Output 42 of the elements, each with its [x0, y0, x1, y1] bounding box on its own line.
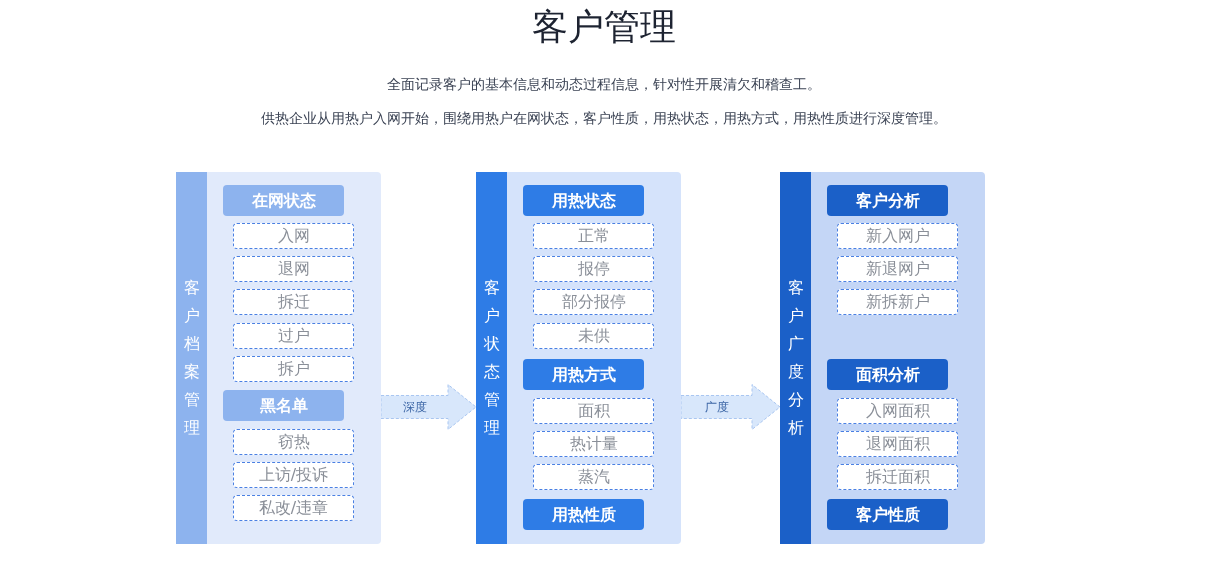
panel-title: 客户档案管理 [182, 277, 201, 439]
list-item: 部分报停 [533, 289, 654, 315]
category-header: 在网状态 [223, 185, 344, 216]
description-text: 供热企业从用热户入网开始，围绕用热户在网状态，客户性质，用热状态，用热方式，用热性质进行深度管理。 [260, 109, 948, 128]
list-item: 未供 [533, 323, 654, 349]
list-item: 入网 [233, 223, 354, 249]
list-item: 正常 [533, 223, 654, 249]
list-item: 热计量 [533, 431, 654, 457]
list-item: 蒸汽 [533, 464, 654, 490]
list-item: 新入网户 [837, 223, 958, 249]
list-item: 上访/投诉 [233, 462, 354, 488]
edge-label: 广度 [705, 399, 729, 415]
list-item: 入网面积 [837, 398, 958, 424]
list-item: 面积 [533, 398, 654, 424]
list-item: 退网面积 [837, 431, 958, 457]
panel [476, 172, 681, 544]
panel [176, 172, 381, 544]
list-item: 拆迁 [233, 289, 354, 315]
list-item: 退网 [233, 256, 354, 282]
panel-title: 客户状态管理 [482, 277, 501, 439]
category-header: 用热状态 [523, 185, 644, 216]
list-item: 拆户 [233, 356, 354, 382]
list-item: 过户 [233, 323, 354, 349]
category-header: 用热性质 [523, 499, 644, 530]
panel [780, 172, 985, 544]
list-item: 新退网户 [837, 256, 958, 282]
category-header: 黑名单 [223, 390, 344, 421]
list-item: 报停 [533, 256, 654, 282]
category-header: 面积分析 [827, 359, 948, 390]
panel-title: 客户广度分析 [786, 277, 805, 439]
list-item: 窃热 [233, 429, 354, 455]
category-header: 客户性质 [827, 499, 948, 530]
list-item: 新拆新户 [837, 289, 958, 315]
list-item: 私改/违章 [233, 495, 354, 521]
description-text: 全面记录客户的基本信息和动态过程信息，针对性开展清欠和稽查工。 [386, 75, 822, 94]
edge-label: 深度 [403, 399, 427, 415]
category-header: 客户分析 [827, 185, 948, 216]
block-arrow [680, 384, 781, 430]
category-header: 用热方式 [523, 359, 644, 390]
title: 客户管理 [531, 5, 677, 49]
block-arrow [380, 384, 477, 430]
list-item: 拆迁面积 [837, 464, 958, 490]
